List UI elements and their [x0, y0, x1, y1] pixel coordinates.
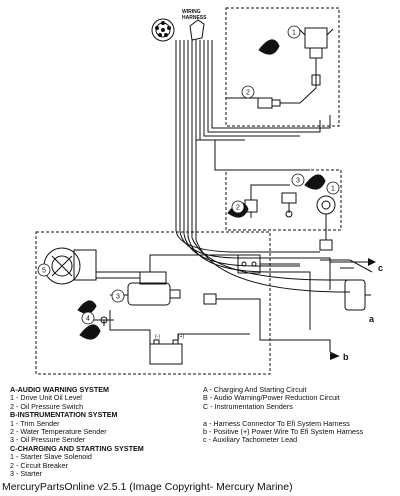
legend-item: 3 - Starter: [10, 469, 42, 476]
legend-circuit-item: C - Instrumentation Senders: [203, 401, 293, 411]
box-charging-starting: [35, 231, 271, 375]
legend-circuit-item: B - Audio Warning/Power Reduction Circui…: [203, 393, 340, 403]
legend-item: 1 - Trim Sender: [10, 418, 60, 428]
alternator: [43, 247, 97, 285]
wiring-label: WIRING: [182, 9, 201, 15]
oil-pressure-switch: [226, 60, 317, 109]
charging-drop-icon: [79, 324, 101, 340]
legend-item: 2 - Circuit Breaker: [10, 460, 68, 470]
callout-3-left: 3: [116, 294, 120, 301]
legend-item: 2 - Water Temperature Sender: [10, 427, 107, 437]
water-temperature-sender: [244, 184, 290, 218]
legend-circuit-item: A - Charging And Starting Circuit: [203, 385, 307, 394]
arrow-b: [330, 353, 340, 360]
box-instrumentation: [225, 169, 342, 231]
oil-drop-icon: [258, 39, 280, 55]
wiring-diagram: 1 2 1 2 3 5 4 3 c a b (-) (+) WIRING HAR…: [35, 7, 383, 375]
label-b: b: [343, 352, 349, 362]
callout-5: 5: [42, 268, 46, 275]
battery-plus-label: (+): [178, 334, 185, 340]
harness-connector: [151, 18, 205, 42]
legend-item: 2 - Oil Pressure Switch: [10, 401, 84, 411]
legend-heading: C-CHARGING AND STARTING SYSTEM: [10, 443, 144, 453]
callout-3-mid: 3: [296, 178, 300, 185]
efi-harness-connector: [320, 259, 373, 311]
legend-heading: A-AUDIO WARNING SYSTEM: [10, 386, 110, 394]
legend-item: 1 - Drive Unit Oil Level: [10, 393, 82, 403]
legend-circuit-item: b - Positive (+) Power Wire To Efi Syste…: [203, 427, 364, 437]
harness-label: HARNESS: [182, 15, 207, 21]
circuit-breaker: [203, 293, 217, 305]
callout-4: 4: [86, 316, 90, 323]
footer-copyright: MercuryPartsOnline v2.5.1 (Image Copyrig…: [2, 481, 293, 493]
trim-drop-icon: [304, 174, 326, 190]
legend-item: 1 - Starter Slave Solenoid: [10, 452, 92, 462]
legend-heading: B-INSTRUMENTATION SYSTEM: [10, 410, 118, 420]
trim-sender: [316, 195, 336, 251]
callout-1-mid: 1: [331, 186, 335, 193]
legend-circuit-item: c - Auxiliary Tachometer Lead: [203, 435, 298, 445]
callout-1-top: 1: [292, 30, 296, 37]
label-c: c: [378, 263, 383, 273]
legend-item: 3 - Oil Pressure Sender: [10, 435, 86, 445]
battery-minus-label: (-): [155, 334, 160, 340]
oil-pressure-sender: [281, 192, 297, 218]
callout-2-top: 2: [246, 90, 250, 97]
label-a: a: [369, 314, 375, 324]
legend-circuit-item: a - Harness Connector To Efi System Harn…: [203, 418, 350, 428]
callout-2-mid: 2: [236, 205, 240, 212]
starter-motor: [127, 271, 181, 306]
box-audio-warning: [225, 7, 340, 127]
arrow-c: [368, 258, 376, 266]
